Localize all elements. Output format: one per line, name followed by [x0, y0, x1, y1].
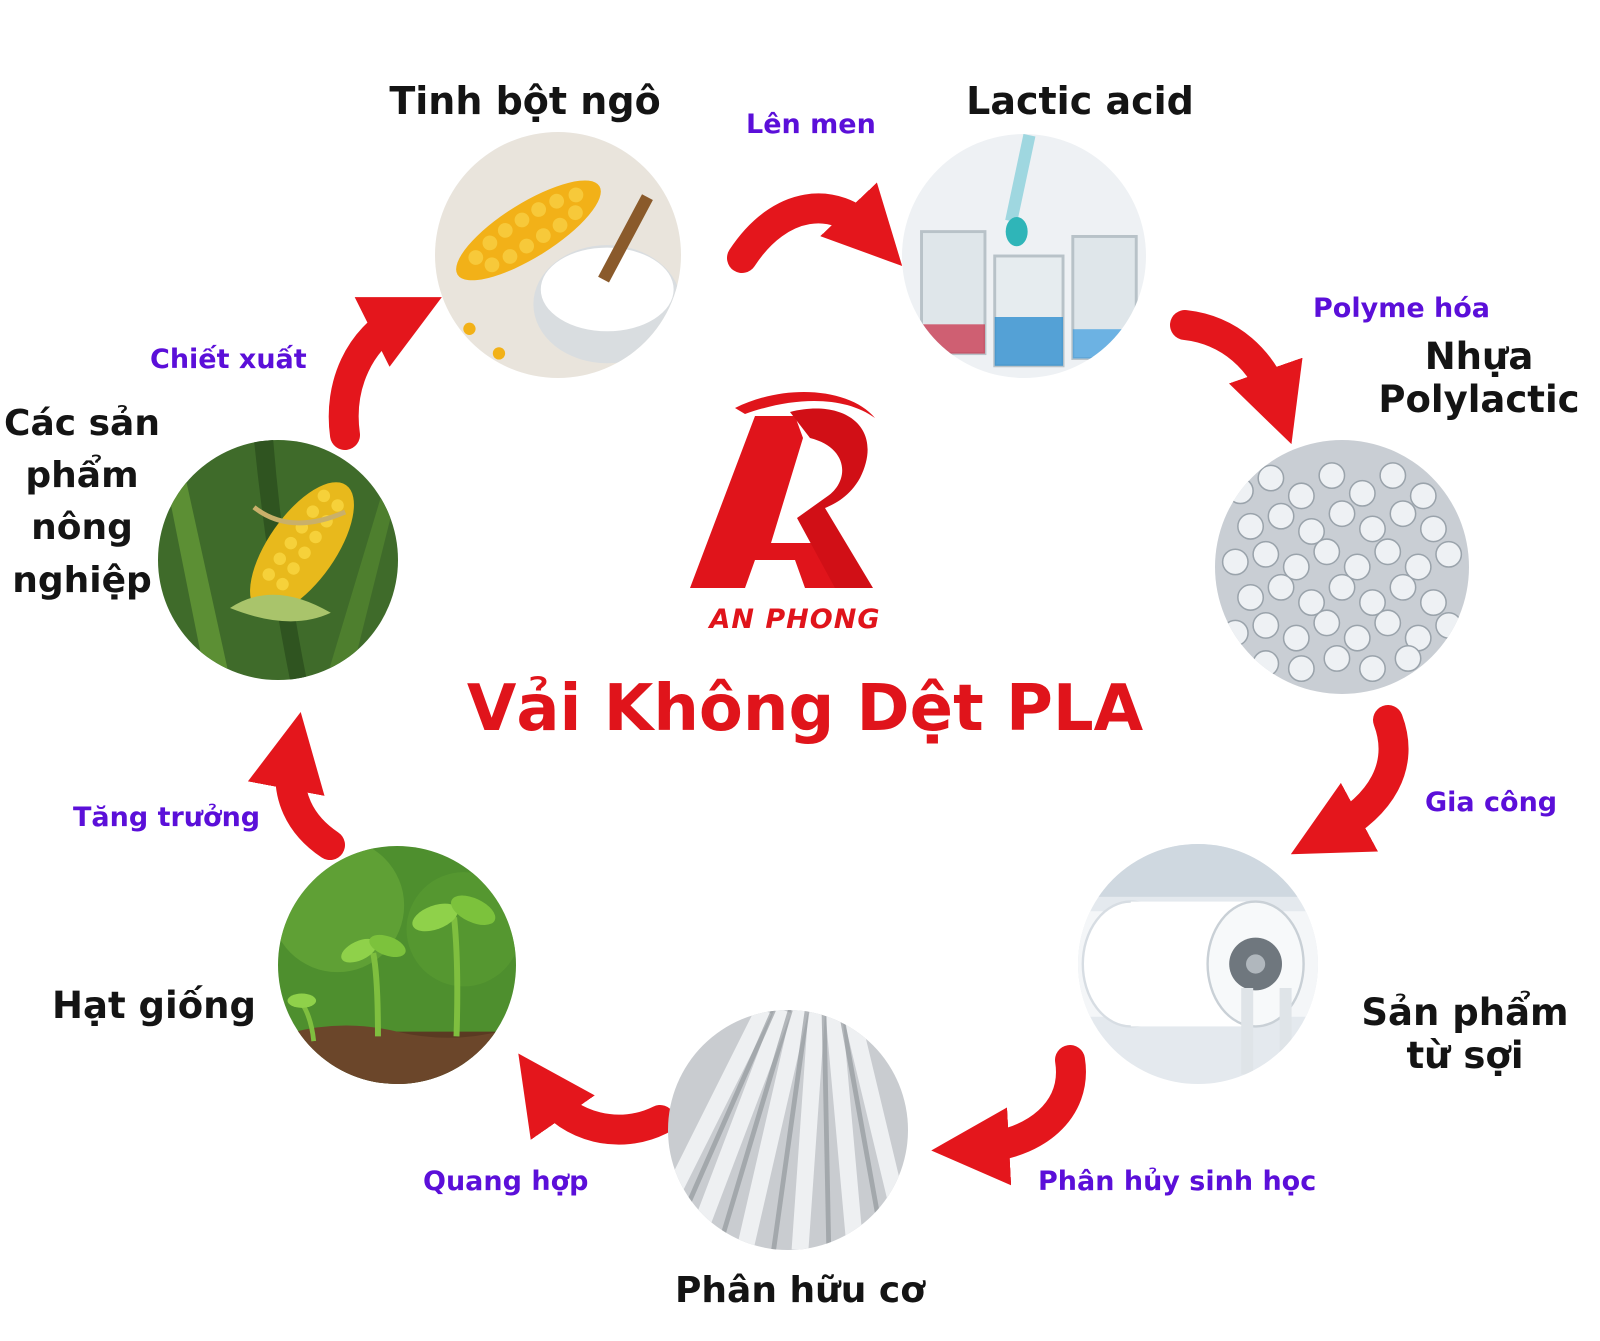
arrow-photosynthesis: [518, 1053, 675, 1145]
node-label-fiber-products: Sản phẩm từ sợi: [1361, 991, 1569, 1077]
node-label-organic-fertilizer: Phân hữu cơ: [675, 1270, 925, 1311]
edge-label-polymerization: Polyme hóa: [1313, 293, 1491, 324]
logo-swoosh: [735, 391, 875, 418]
edge-label-growth: Tăng trưởng: [73, 802, 261, 833]
node-label-lactic-acid: Lactic acid: [966, 79, 1194, 123]
lab-beakers-image: [902, 134, 1146, 378]
arrow-processing: [1290, 705, 1409, 855]
fabric-roll-image: [1078, 844, 1318, 1084]
edge-label-biodegradation: Phân hủy sinh học: [1038, 1166, 1317, 1197]
logo-mark-r: [790, 408, 873, 588]
diagram-title: Vải Không Dệt PLA: [466, 672, 1144, 746]
arrow-polymerization: [1170, 310, 1303, 445]
an-phong-logo: [690, 391, 875, 588]
corn-starch-image: [435, 132, 681, 378]
arrow-growth: [247, 712, 345, 860]
brand-name: AN PHONG: [709, 604, 881, 635]
arrow-biodegradation: [931, 1045, 1086, 1186]
node-label-agricultural-products: Các sản phẩm nông nghiệp: [4, 403, 160, 601]
edge-label-extraction: Chiết xuất: [150, 344, 307, 375]
corn-plant-image: [158, 440, 398, 680]
seedlings-image: [278, 846, 516, 1084]
arrow-fermentation: [727, 182, 903, 273]
logo-mark-a: [690, 416, 845, 588]
node-label-seeds: Hạt giống: [52, 984, 256, 1027]
field-rows-image: [668, 1010, 908, 1250]
node-label-corn-starch: Tinh bột ngô: [389, 79, 661, 123]
arrow-extraction: [328, 297, 442, 450]
edge-label-processing: Gia công: [1425, 787, 1558, 818]
edge-label-photosynthesis: Quang hợp: [423, 1166, 589, 1197]
edge-label-fermentation: Lên men: [746, 109, 876, 140]
pla-pellets-image: [1215, 440, 1469, 694]
node-label-polylactic-resin: Nhựa Polylactic: [1378, 335, 1580, 421]
